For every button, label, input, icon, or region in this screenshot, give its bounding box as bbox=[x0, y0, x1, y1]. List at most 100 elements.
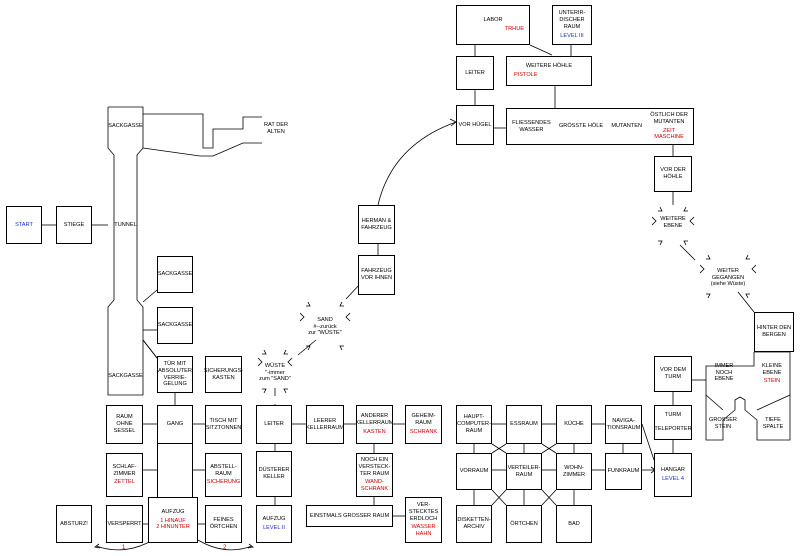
room-name: START bbox=[15, 221, 33, 228]
room-sackgasse-top: SACKGASSE bbox=[108, 115, 143, 137]
room-name: AUFZUG bbox=[161, 508, 185, 515]
room-tuer: TÜR MIT ABSOLUTER VERRIE- GELUNG bbox=[157, 356, 193, 393]
room-item: STEIN bbox=[763, 378, 781, 385]
room-name: ÖSTLICH DER MUTANTEN bbox=[650, 111, 688, 125]
room-item: KASTEN bbox=[363, 428, 386, 435]
room-raum-ohne-sessel: RAUM OHNE SESSEL bbox=[106, 405, 143, 444]
room-oertchen: ÖRTCHEN bbox=[506, 505, 542, 543]
room-name: ABSTELL- RAUM bbox=[210, 463, 237, 477]
room-name: LEITER bbox=[264, 421, 284, 427]
room-name: WOHN- ZIMMER bbox=[562, 464, 586, 478]
room-tiefe-spalte: TIEFE SPALTE bbox=[756, 412, 790, 436]
room-funkraum: FUNKRAUM bbox=[605, 453, 642, 490]
room-feines-oertchen: FEINES ÖRTCHEN bbox=[205, 505, 242, 543]
room-abstuerz: ABSTURZ! bbox=[56, 505, 92, 543]
room-name: VER- STECKTES ERDLOCH bbox=[408, 501, 439, 522]
room-duesterer-keller: DÜSTERER KELLER bbox=[256, 451, 292, 497]
room-item: LEVEL II bbox=[263, 525, 285, 531]
room-leiter-low: LEITER bbox=[256, 405, 292, 444]
room-item: WASSER HAHN bbox=[411, 524, 436, 538]
elevator-label-1: 1 bbox=[122, 545, 126, 551]
room-name: SCHLAF- ZIMMER bbox=[112, 463, 137, 477]
room-name: HINTER DEN BERGEN bbox=[756, 325, 792, 338]
room-name: KÜCHE bbox=[564, 421, 584, 427]
room-name: GEHEIM- RAUM bbox=[411, 413, 436, 426]
room-groesste-hoehle: GRÖSSTE HÖLE bbox=[558, 123, 604, 129]
room-hauptcomputer: HAUPT- COMPUTER- RAUM bbox=[456, 405, 492, 444]
room-fliessendes: FLIESSENDES WASSER bbox=[512, 119, 551, 133]
room-item: WAND- SCHRANK bbox=[360, 479, 389, 493]
room-abstellraum: ABSTELL- RAUM SICHERUNG bbox=[205, 453, 242, 497]
room-name: TISCH MIT SITZTONNEN bbox=[205, 417, 242, 431]
room-oestlich: ÖSTLICH DER MUTANTEN ZEIT MASCHINE bbox=[650, 112, 688, 142]
room-name: RAUM OHNE SESSEL bbox=[113, 414, 136, 434]
room-name: SACKGASSE bbox=[108, 372, 143, 379]
room-item: ZEIT MASCHINE bbox=[654, 127, 684, 141]
room-item: SICHERUNG bbox=[206, 479, 241, 486]
room-kueche: KÜCHE bbox=[556, 405, 592, 444]
room-name: TIEFE SPALTE bbox=[762, 417, 784, 430]
room-leerer-kellerraum: LEERER KELLERRAUM bbox=[306, 405, 344, 444]
room-name: ABSTURZ! bbox=[60, 520, 88, 527]
room-name: VOR DER HÖHLE bbox=[660, 167, 686, 180]
room-sand: SAND #--zurück zur "WÜSTE" bbox=[300, 308, 350, 346]
room-item: LEVEL 4 bbox=[662, 476, 684, 482]
room-name: RAT DER ALTEN bbox=[263, 122, 289, 135]
room-name: HAUPT- COMPUTER- RAUM bbox=[457, 414, 491, 434]
room-name: VERTEILER- RAUM bbox=[507, 464, 541, 478]
room-name: FAHRZEUG VOR IHNEN bbox=[360, 268, 393, 281]
room-name: HANGAR bbox=[661, 467, 685, 474]
room-name: NAVIGA- TIONSRAUM bbox=[606, 417, 641, 431]
room-item: ZETTEL bbox=[114, 479, 135, 486]
room-name: NOCH EIN VERSTECK- TER RAUM bbox=[358, 456, 391, 477]
room-item: TRHUE bbox=[504, 26, 524, 32]
room-unterirdischer-raum: UNTERIR- DISCHER RAUM LEVEL III bbox=[552, 5, 592, 45]
room-versteckt: VER- STECKTES ERDLOCH WASSER HAHN bbox=[405, 497, 442, 543]
room-name: SACKGASSE bbox=[157, 271, 193, 277]
room-name: TURM TELEPORTER bbox=[654, 412, 692, 432]
room-einstmals: EINSTMALS GROSSER RAUM bbox=[306, 505, 393, 527]
room-anderer-kellerraum: ANDERER KELLERRAUM KASTEN bbox=[356, 405, 393, 444]
room-vorraum: VORRAUM bbox=[456, 453, 492, 490]
room-name: GROSSER STEIN bbox=[709, 417, 737, 430]
room-note: #--zurück zur "WÜSTE" bbox=[308, 323, 342, 337]
room-name: KLEINE EBENE bbox=[762, 362, 782, 376]
room-weitere-ebene: WEITERE EBENE bbox=[652, 212, 694, 234]
room-hinter-den-bergen: HINTER DEN BERGEN bbox=[754, 312, 794, 352]
room-noch-ein: NOCH EIN VERSTECK- TER RAUM WAND- SCHRAN… bbox=[356, 453, 393, 497]
room-herman: HERMAN & FAHRZEUG bbox=[358, 205, 395, 244]
room-verteiler: VERTEILER- RAUM bbox=[506, 453, 542, 490]
room-tisch: TISCH MIT SITZTONNEN bbox=[205, 405, 242, 444]
room-versperrt: VERSPERRT bbox=[106, 505, 143, 543]
room-name: WÜSTE bbox=[264, 362, 286, 369]
room-name: ÖRTCHEN bbox=[510, 520, 538, 527]
room-item: PISTOLE bbox=[514, 72, 538, 78]
room-name: SACKGASSE bbox=[108, 122, 143, 129]
room-vor-der-hoehle: VOR DER HÖHLE bbox=[654, 156, 692, 192]
room-name: TUNNEL bbox=[114, 221, 137, 228]
room-essraum: ESSRAUM bbox=[506, 405, 542, 444]
room-name: BAD bbox=[568, 520, 580, 527]
room-weiter-gegangen: WEITER GEGANGEN (siehe Wüste) bbox=[700, 260, 756, 296]
room-stiege: STIEGE bbox=[56, 206, 92, 244]
room-name: STIEGE bbox=[63, 221, 85, 228]
room-disketten: DISKETTEN- ARCHIV bbox=[456, 505, 492, 543]
room-name: LEERER KELLERRAUM bbox=[306, 417, 344, 431]
room-name: VORRAUM bbox=[459, 468, 489, 474]
room-geheimraum: GEHEIM- RAUM SCHRANK bbox=[405, 405, 442, 444]
room-name: AUFZUG bbox=[262, 516, 286, 523]
room-name: SACKGASSE bbox=[157, 322, 193, 328]
room-aufzug-left: AUFZUG 1 HINAUF 2 HINUNTER bbox=[148, 497, 198, 543]
room-item: LEVEL III bbox=[560, 32, 584, 39]
room-navigation: NAVIGA- TIONSRAUM bbox=[605, 405, 642, 444]
room-sackgasse-bottom: SACKGASSE bbox=[108, 366, 143, 386]
room-bad: BAD bbox=[556, 505, 592, 543]
room-name: DISKETTEN- ARCHIV bbox=[457, 517, 491, 530]
room-name: EINSTMALS GROSSER RAUM bbox=[309, 512, 390, 519]
room-turm: TURM TELEPORTER bbox=[654, 405, 692, 440]
room-weitere-hoehle: WEITERE HÖHLE PISTOLE bbox=[506, 56, 592, 86]
room-sackgasse-right-1: SACKGASSE bbox=[157, 256, 193, 293]
elevator-label-2: 2 bbox=[223, 545, 227, 551]
